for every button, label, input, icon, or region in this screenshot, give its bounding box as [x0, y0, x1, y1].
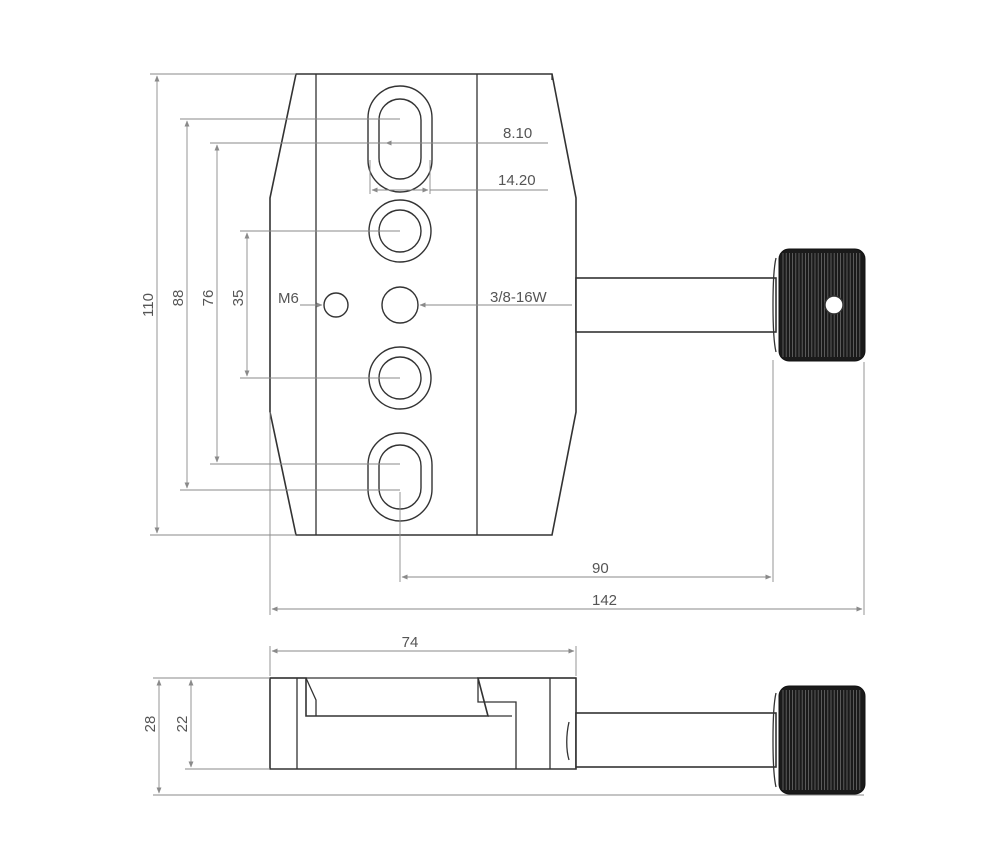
dim-142: 142	[592, 592, 617, 609]
knurled-knob-side	[778, 685, 866, 795]
dim-8-10: 8.10	[503, 125, 532, 142]
dim-90: 90	[592, 560, 609, 577]
dimension-lines-side	[153, 646, 864, 796]
dim-110: 110	[140, 293, 157, 317]
knurled-knob-top	[778, 248, 866, 362]
dim-76: 76	[200, 290, 217, 307]
m6-hole	[323, 292, 349, 318]
top-view: 110 88 76 35 8.10 14.20 M6 3/8-16W 90 14…	[140, 73, 866, 615]
clamp-side-outline	[269, 677, 577, 770]
side-view: 74 28 22	[142, 634, 866, 796]
knob-shaft-side	[575, 712, 777, 768]
dim-88: 88	[170, 290, 187, 307]
dim-14-20: 14.20	[498, 172, 536, 189]
knob-shaft	[575, 277, 777, 333]
dim-28: 28	[142, 716, 159, 733]
lower-slot	[367, 432, 433, 522]
dim-74: 74	[402, 634, 419, 651]
center-threaded-hole	[381, 286, 419, 324]
knob-pin-hole	[824, 295, 844, 315]
dimension-lines-top	[150, 73, 865, 615]
label-3-8-16w: 3/8-16W	[490, 289, 548, 306]
label-m6: M6	[278, 290, 299, 307]
dim-35: 35	[230, 290, 247, 307]
upper-slot	[367, 85, 433, 193]
dim-22: 22	[174, 716, 191, 733]
